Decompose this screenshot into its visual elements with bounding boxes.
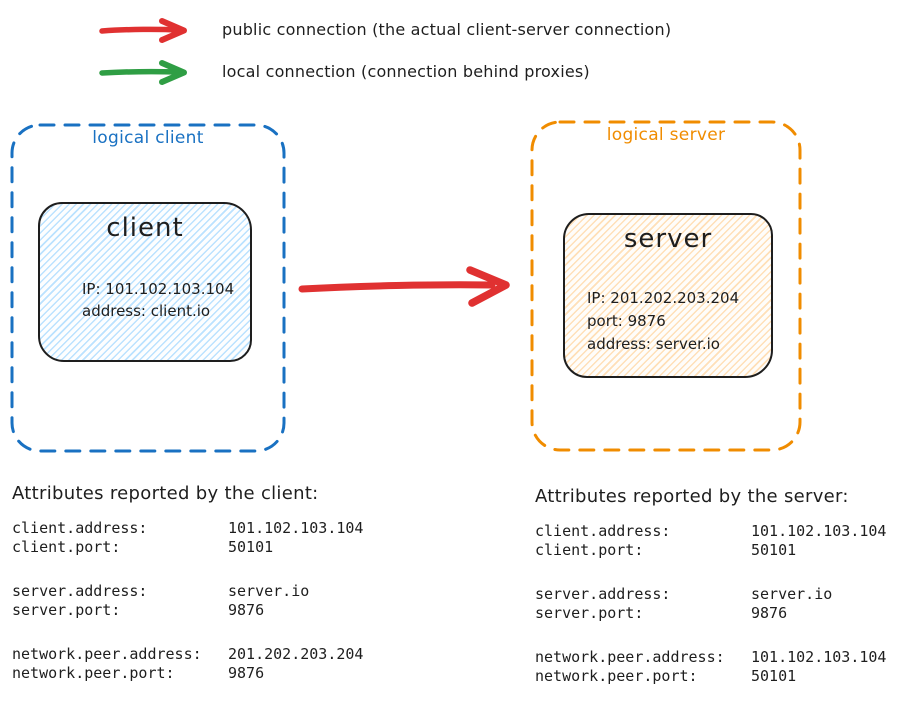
- client-node-details: IP: 101.102.103.104 address: client.io: [82, 278, 234, 322]
- attr-row: client.port: 50101: [12, 538, 363, 557]
- server-address-text: address: server.io: [587, 335, 720, 353]
- client-attr-group-server: server.address: server.io server.port: 9…: [12, 582, 363, 619]
- logical-client-label: logical client: [92, 128, 204, 148]
- logical-server-group: logical server server IP: 201.202.203.20…: [530, 120, 802, 452]
- attr-value: 9876: [228, 663, 265, 682]
- client-node: client IP: 101.102.103.104 address: clie…: [38, 202, 252, 362]
- attr-value: 101.102.103.104: [751, 648, 887, 666]
- server-node: server IP: 201.202.203.204 port: 9876 ad…: [563, 213, 773, 378]
- logical-client-dashed-border: [10, 123, 286, 453]
- client-address-text: address: client.io: [82, 302, 211, 320]
- client-attr-group-network-peer: network.peer.address: 201.202.203.204 ne…: [12, 645, 363, 682]
- public-connection-arrow: [298, 266, 510, 307]
- attr-value: 50101: [751, 540, 797, 559]
- server-attr-group-server: server.address: server.io server.port: 9…: [535, 585, 886, 622]
- attr-row: client.address: 101.102.103.104: [12, 519, 363, 538]
- client-attributes-heading: Attributes reported by the client:: [12, 483, 319, 504]
- attr-key: client.port:: [535, 540, 644, 559]
- attr-key: client.address:: [535, 522, 671, 540]
- legend-item-local-connection: local connection (connection behind prox…: [0, 0, 900, 85]
- server-node-details: IP: 201.202.203.204 port: 9876 address: …: [587, 287, 739, 356]
- logical-server-dashed-border: [530, 120, 802, 452]
- client-ip-text: IP: 101.102.103.104: [82, 280, 235, 298]
- attr-value: 201.202.203.204: [228, 645, 364, 663]
- attr-row: network.peer.address: 101.102.103.104: [535, 648, 886, 667]
- attr-value: 9876: [228, 600, 265, 619]
- attr-value: 50101: [751, 666, 797, 685]
- attr-value: server.io: [751, 585, 833, 603]
- client-attributes-table: Attributes reported by the client: clien…: [12, 483, 363, 708]
- attr-key: network.peer.port:: [535, 666, 698, 685]
- attr-row: network.peer.port: 9876: [12, 664, 363, 683]
- local-connection-arrow-icon: [99, 60, 187, 85]
- attr-row: network.peer.port: 50101: [535, 667, 886, 686]
- attr-key: server.port:: [12, 600, 121, 619]
- attr-value: 50101: [228, 537, 274, 556]
- server-port-text: port: 9876: [587, 312, 666, 330]
- legend-label-public-connection: public connection (the actual client-ser…: [222, 20, 672, 39]
- legend-item-public-connection: public connection (the actual client-ser…: [0, 0, 900, 44]
- public-connection-arrow-icon: [99, 18, 187, 43]
- attr-row: server.address: server.io: [12, 582, 363, 601]
- attr-value: 9876: [751, 603, 788, 622]
- attr-row: server.address: server.io: [535, 585, 886, 604]
- attr-key: client.address:: [12, 519, 148, 537]
- attr-row: client.port: 50101: [535, 541, 886, 560]
- attr-row: network.peer.address: 201.202.203.204: [12, 645, 363, 664]
- server-attr-group-client: client.address: 101.102.103.104 client.p…: [535, 522, 886, 559]
- attr-row: server.port: 9876: [535, 604, 886, 623]
- client-node-title: client: [106, 213, 184, 243]
- logical-server-label: logical server: [606, 125, 726, 145]
- attr-key: server.address:: [535, 585, 671, 603]
- attr-value: server.io: [228, 582, 310, 600]
- attr-key: server.address:: [12, 582, 148, 600]
- server-attr-group-network-peer: network.peer.address: 101.102.103.104 ne…: [535, 648, 886, 685]
- attr-key: server.port:: [535, 603, 644, 622]
- logical-client-group: logical client client IP: 101.102.103.10…: [10, 123, 286, 453]
- server-node-title: server: [623, 224, 713, 254]
- attr-value: 101.102.103.104: [228, 519, 364, 537]
- attr-key: client.port:: [12, 537, 121, 556]
- server-attributes-table: Attributes reported by the server: clien…: [535, 486, 886, 711]
- server-ip-text: IP: 201.202.203.204: [587, 289, 740, 307]
- client-attr-group-client: client.address: 101.102.103.104 client.p…: [12, 519, 363, 556]
- attr-value: 101.102.103.104: [751, 522, 887, 540]
- legend-label-local-connection: local connection (connection behind prox…: [222, 62, 590, 81]
- server-attributes-heading: Attributes reported by the server:: [535, 486, 849, 507]
- attr-key: network.peer.port:: [12, 663, 175, 682]
- attr-row: server.port: 9876: [12, 601, 363, 620]
- attr-key: network.peer.address:: [12, 645, 202, 663]
- attr-key: network.peer.address:: [535, 648, 725, 666]
- attr-row: client.address: 101.102.103.104: [535, 522, 886, 541]
